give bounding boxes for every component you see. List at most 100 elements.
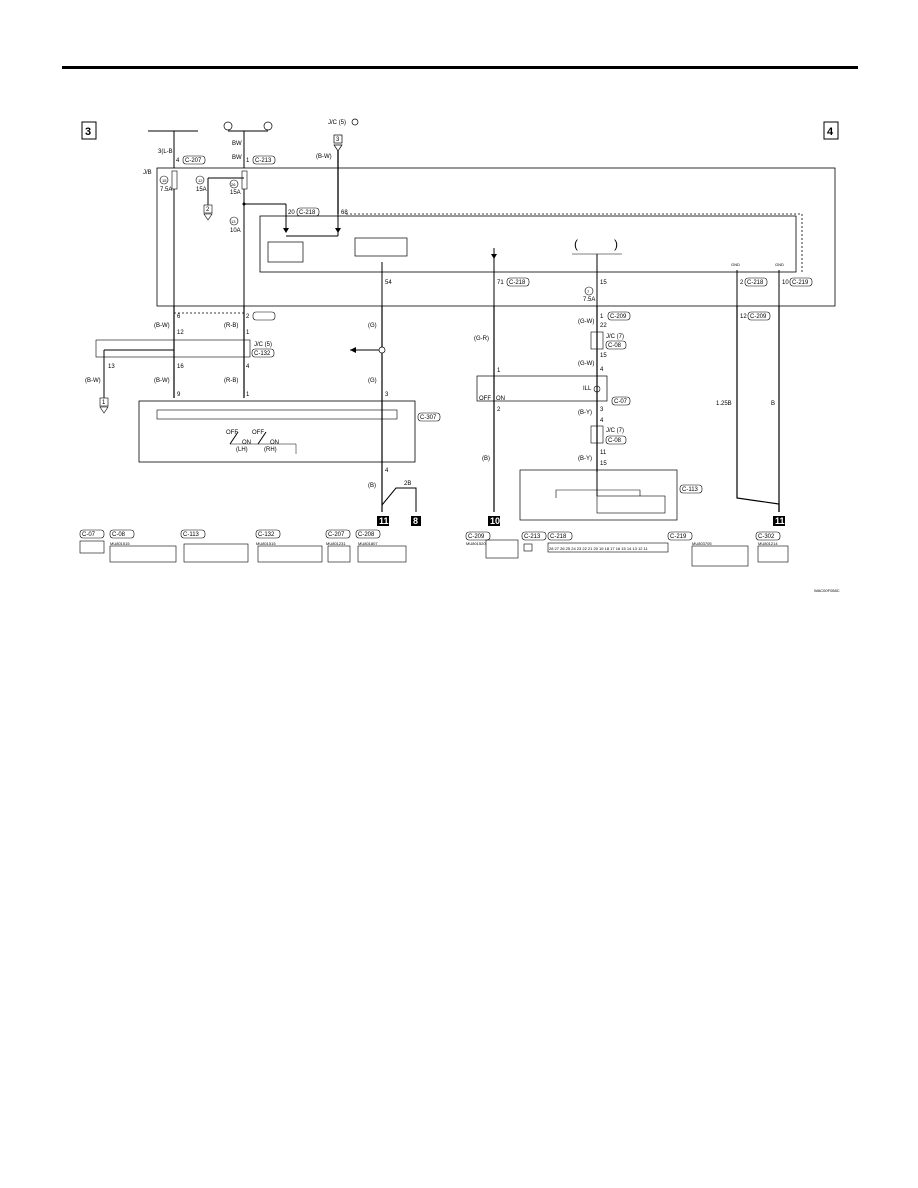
markers-right-label: 4: [827, 126, 834, 138]
supply-c213-wire1: BW: [232, 141, 242, 147]
pins-p13-label: 13: [108, 364, 115, 370]
pins-p15a-label: 15: [600, 280, 607, 286]
connector-view-c302: C-302 MU801214: [755, 531, 789, 563]
connector-views-10-label-label: C-302: [758, 534, 775, 540]
connector-c219-a: C-219: [789, 277, 813, 287]
wires-by1-label: (B-Y): [578, 410, 592, 416]
pins-p20-label: 20: [288, 210, 295, 216]
connector-c209-a: C-209: [607, 311, 631, 321]
wires-g1-label: (G): [368, 323, 377, 329]
supply-jc5: J/C (5): [328, 120, 346, 126]
connector-view-c132: C-132 MU801515: [255, 529, 323, 563]
junction-block: [156, 167, 836, 307]
pins-gnd2-label: GND: [775, 262, 784, 267]
supply-c213-pin: 1: [246, 158, 250, 164]
connector-c209-b: C-209: [747, 311, 771, 321]
pins-p6-label: 6: [177, 314, 181, 320]
wires-bw1-label: (B-W): [154, 323, 170, 329]
pins-p4d-label: 4: [600, 418, 604, 424]
marker-right: 4: [823, 121, 839, 140]
pins-p1b-label: 1: [246, 392, 250, 398]
wires-bw3-label: (B-W): [154, 378, 170, 384]
ecu-box: [259, 215, 797, 273]
connectors-c213-label: C-213: [255, 158, 272, 164]
connector-c08-b: C-08: [605, 435, 627, 445]
switches-on2-label: ON: [270, 440, 279, 446]
connector-view-c08: C-08 MU801515: [109, 529, 177, 563]
diagram-code: WAC00F058C: [814, 588, 840, 593]
wires-g2-label: (G): [368, 378, 377, 384]
connectors-c218-label: C-218: [299, 210, 316, 216]
connector-views-4-label-label: C-207: [328, 532, 345, 538]
connector-view-c113: C-113: [180, 529, 249, 563]
switches-rh-label: (RH): [264, 447, 277, 453]
connectors-c132-label: C-132: [254, 351, 271, 357]
connector-views-9-part-label: MU803705: [692, 541, 712, 546]
pins-p4a-label: 4: [246, 364, 250, 370]
connector-views-1-part-label: MU801515: [110, 541, 130, 546]
pins-p12a-label: 12: [177, 330, 184, 336]
connector-view-c207: C-207 MU801231: [325, 529, 351, 563]
connector-views-3-part-label: MU801515: [256, 541, 276, 546]
connector-c207-top: C-207: [182, 155, 206, 165]
connector-c213-top: C-213: [252, 155, 276, 165]
connector-view-c208: C-208 MU801807: [355, 529, 407, 563]
wires-b1-label: (B): [368, 483, 376, 489]
pins-p11-label: 11: [600, 450, 607, 456]
connector-views-10-part-label: MU801214: [758, 541, 778, 546]
switch-panel: [138, 400, 416, 463]
connector-c08-a: C-08: [605, 340, 627, 350]
connector-c07-a: C-07: [611, 396, 631, 406]
pins-p68-label: 68: [341, 210, 348, 216]
wires-b2-label: (B): [482, 456, 490, 462]
pins-p2c-label: 2: [497, 407, 501, 413]
connector-views-0-label-label: C-07: [82, 532, 96, 538]
pins-p2-label: 2: [740, 280, 744, 286]
connectors-c08-label: C-08: [608, 438, 622, 444]
jb-paren-open-label: (: [574, 237, 578, 251]
connector-views-8-label-label: C-218: [550, 534, 567, 540]
connector-c132: C-132: [251, 348, 275, 358]
grounds-g2-tri-label: 2: [206, 207, 210, 213]
jb-fuse12-num-label: 12: [198, 178, 203, 183]
pins-p54-label: 54: [385, 280, 392, 286]
connector-c218-b: C-218: [506, 277, 530, 287]
pins-p4c-label: 4: [600, 367, 604, 373]
connector-view-c07: C-07: [79, 529, 105, 554]
connector-views-1-label-label: C-08: [112, 532, 126, 538]
connectors-c307-label: C-307: [420, 415, 437, 421]
connector-views-2-label-label: C-113: [183, 532, 200, 538]
grounds-g11a-label: 11: [379, 516, 389, 526]
connector-views-7-label-label: C-213: [524, 534, 541, 540]
switches-off3-label: OFF: [479, 396, 491, 402]
wires-rb2-label: (R-B): [224, 378, 238, 384]
switches-on3-label: ON: [496, 396, 505, 402]
connector-views-9-label-label: C-219: [670, 534, 687, 540]
jb-fuse12-amp-label: 15A: [196, 187, 207, 193]
connectors-c218-label: C-218: [747, 280, 764, 286]
switches-lh-label: (LH): [236, 447, 248, 453]
connector-views-6-part-label: MU801520: [466, 541, 486, 546]
wires-gw1-label: (G-W): [578, 319, 594, 325]
jc-labels-jc7b-label: J/C (7): [606, 428, 624, 434]
pins-p15b-label: 15: [600, 353, 607, 359]
connectors-c209-label: C-209: [610, 314, 627, 320]
jb-label: J/B: [143, 170, 152, 176]
supplies-jc5-pin-label: 3: [336, 137, 340, 143]
connector-c208-a: [252, 311, 276, 321]
connector-view-c219: C-219 MU803705: [667, 531, 749, 567]
jb-fuse7-amp-label: 7.5A: [583, 297, 595, 303]
connector-c113-a: C-113: [679, 484, 703, 494]
wires-wb-label: B: [771, 401, 775, 407]
switches-on1-label: ON: [242, 440, 251, 446]
pins-p4b-label: 4: [385, 468, 389, 474]
jb-fuse13-num-label: 13: [231, 219, 236, 224]
connectors-c219-label: C-219: [792, 280, 809, 286]
jc5-label: J/C (5): [254, 342, 272, 348]
switches-ill-label: ILL: [583, 386, 592, 392]
pins-p16-label: 16: [177, 364, 184, 370]
supply-c218-wire: (B-W): [316, 154, 332, 160]
supply-c207-pin: 4: [176, 158, 180, 164]
pins-p1c-label: 1: [600, 314, 604, 320]
connectors-c113-label: C-113: [682, 487, 699, 493]
